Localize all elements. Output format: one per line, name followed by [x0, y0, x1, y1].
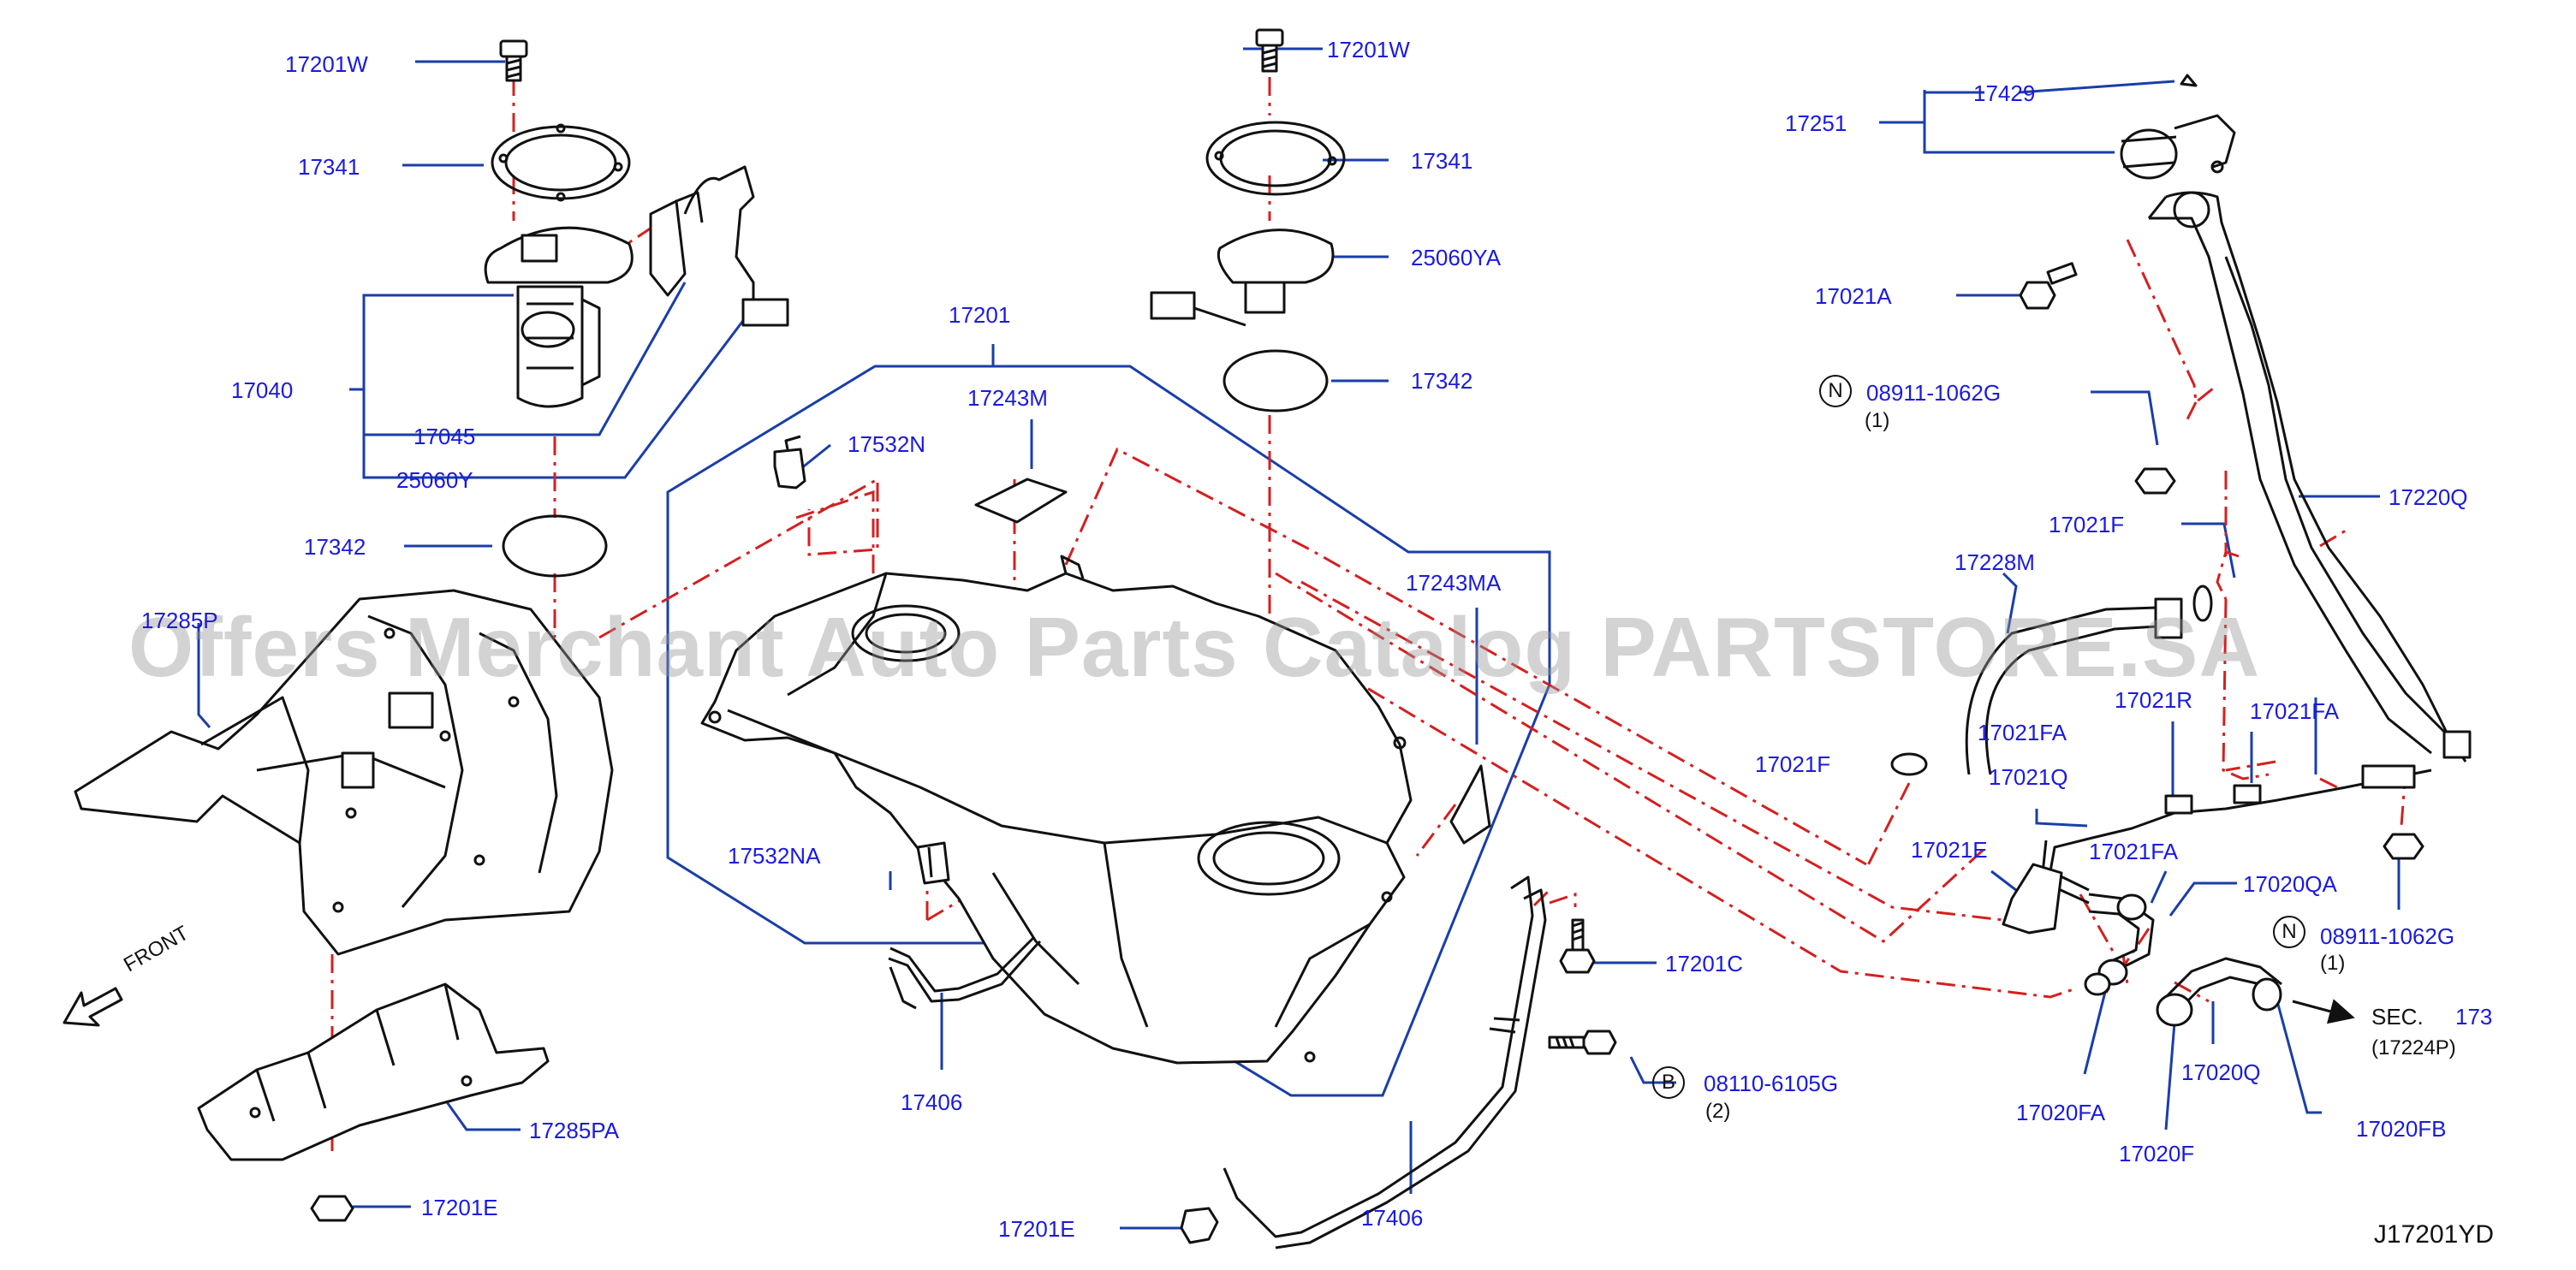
callout-08911-1062g-top[interactable]: 08911-1062G	[1866, 380, 2002, 406]
nut-08911-top	[2134, 467, 2176, 495]
front-arrow-icon	[62, 987, 123, 1027]
callout-25060y[interactable]: 25060Y	[396, 467, 473, 493]
bolt-17201c	[1559, 918, 1596, 974]
callout-17220q[interactable]: 17220Q	[2389, 484, 2468, 510]
qty-08110: (2)	[1705, 1100, 1731, 1123]
callout-17020qa[interactable]: 17020QA	[2243, 871, 2337, 897]
callout-17021e[interactable]: 17021E	[1911, 837, 1988, 863]
callout-17341-center[interactable]: 17341	[1411, 148, 1473, 174]
breather-hose-17228m	[1965, 597, 2183, 775]
o-ring-17342-left	[502, 514, 608, 578]
diagram-id: J17201YD	[2373, 1220, 2494, 1249]
lock-ring-17341-left	[491, 123, 631, 202]
callout-17201w-left[interactable]: 17201W	[285, 51, 368, 77]
callout-17020fa[interactable]: 17020FA	[2016, 1100, 2106, 1125]
badge-n-top: N	[1819, 375, 1852, 407]
sec-label[interactable]: SEC.	[2371, 1004, 2424, 1030]
callout-17040[interactable]: 17040	[231, 377, 294, 403]
bolt-17201w-left	[499, 39, 528, 82]
callout-17045[interactable]: 17045	[413, 424, 476, 449]
callout-17020fb[interactable]: 17020FB	[2356, 1116, 2447, 1142]
callout-17342-center[interactable]: 17342	[1411, 368, 1473, 394]
label-plate-17243ma	[1449, 764, 1491, 845]
level-sender-17045	[649, 165, 789, 327]
callout-08110-6105g[interactable]: 08110-6105G	[1704, 1071, 1839, 1096]
heat-insulator-17285pa	[197, 982, 550, 1161]
label-plate-17243m	[974, 478, 1068, 524]
nut-17201e-center	[1180, 1207, 1219, 1244]
callout-17021fa-c[interactable]: 17021FA	[2089, 839, 2179, 864]
fuel-sender-25060ya	[1150, 228, 1335, 327]
sec-sub: (17224P)	[2371, 1036, 2456, 1059]
evap-tube-17021q	[2040, 764, 2432, 905]
tank-strap-17406-right	[1223, 875, 1547, 1249]
callout-17406-right[interactable]: 17406	[1361, 1205, 1424, 1231]
clip-17532n	[773, 435, 806, 490]
badge-b: B	[1652, 1066, 1685, 1099]
callout-17341-left[interactable]: 17341	[298, 154, 360, 180]
callout-17532n[interactable]: 17532N	[848, 431, 926, 457]
callout-17201e-left[interactable]: 17201E	[421, 1195, 498, 1220]
callout-25060ya[interactable]: 25060YA	[1411, 245, 1502, 270]
nut-08911-bottom	[2383, 833, 2424, 860]
callout-17243m[interactable]: 17243M	[967, 385, 1048, 411]
callout-17532na[interactable]: 17532NA	[728, 843, 821, 869]
callout-17251[interactable]: 17251	[1785, 110, 1847, 136]
callout-17228m[interactable]: 17228M	[1954, 549, 2035, 575]
callout-17406-left[interactable]: 17406	[901, 1089, 963, 1115]
lock-ring-17341-center	[1205, 121, 1346, 196]
clamp-17021e	[2002, 863, 2063, 935]
callout-08911-1062g-bottom[interactable]: 08911-1062G	[2320, 923, 2455, 949]
callout-17021q[interactable]: 17021Q	[1989, 764, 2068, 790]
part-drawings	[62, 28, 2472, 1249]
qty-08911-top: (1)	[1865, 409, 1890, 432]
sec-number[interactable]: 173	[2455, 1004, 2493, 1030]
callout-17342-left[interactable]: 17342	[304, 534, 366, 560]
filler-tube-17220q	[2147, 191, 2472, 763]
callout-17201e-center[interactable]: 17201E	[998, 1216, 1075, 1242]
o-ring-17342-center	[1223, 349, 1329, 412]
callout-17021f-left[interactable]: 17021F	[1755, 751, 1831, 777]
clip-17021f	[1890, 585, 2213, 776]
callout-17021fa-b[interactable]: 17021FA	[1978, 720, 2067, 745]
qty-08911-bottom: (1)	[2320, 952, 2346, 975]
callout-17020q[interactable]: 17020Q	[2181, 1059, 2261, 1085]
callout-17201[interactable]: 17201	[949, 302, 1011, 328]
filler-cap-17251	[2120, 74, 2236, 180]
bolt-17021a	[2019, 262, 2078, 310]
callout-17020f[interactable]: 17020F	[2119, 1141, 2195, 1166]
callout-17021a[interactable]: 17021A	[1815, 283, 1892, 309]
bolt-08110-6105g	[1548, 1030, 1617, 1055]
vent-hose-17020q	[2084, 893, 2282, 1027]
watermark: Offers Merchant Auto Parts Catalog PARTS…	[128, 600, 2261, 694]
callout-17201w-center[interactable]: 17201W	[1327, 37, 1410, 62]
callout-17429[interactable]: 17429	[1973, 80, 2036, 106]
heat-insulator-17285p	[74, 589, 614, 956]
callout-17201c[interactable]: 17201C	[1665, 951, 1744, 976]
clip-17532na	[916, 841, 950, 885]
badge-n-bottom: N	[2273, 916, 2305, 948]
nut-17201e-left	[310, 1195, 354, 1222]
callout-17021fa-a[interactable]: 17021FA	[2250, 698, 2340, 724]
callout-17285p[interactable]: 17285P	[141, 608, 218, 633]
bolt-17201w-center	[1255, 28, 1284, 73]
callout-17285pa[interactable]: 17285PA	[529, 1118, 620, 1143]
callout-17021f-top[interactable]: 17021F	[2049, 512, 2125, 537]
callout-17243ma[interactable]: 17243MA	[1406, 570, 1502, 596]
fuel-tank-body	[700, 555, 1413, 1065]
callout-17021r[interactable]: 17021R	[2115, 687, 2193, 713]
sec-arrow	[2292, 999, 2355, 1024]
fuel-pump-assembly-17040	[484, 226, 634, 408]
tank-strap-17406-left	[888, 935, 1042, 1010]
